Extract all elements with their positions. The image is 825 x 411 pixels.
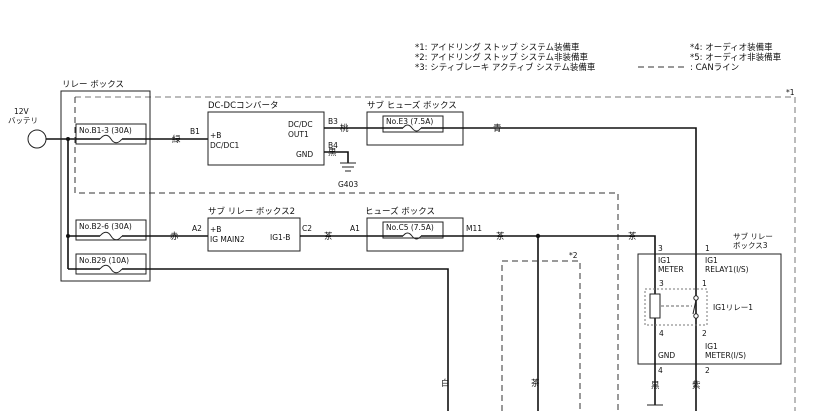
relay3-label-meter-is: METER(I/S) <box>705 351 746 360</box>
sub-relay-box3-title-1: サブ リレー <box>733 231 773 241</box>
can-line <box>74 97 619 411</box>
wire-color-blue: 青 <box>493 123 502 134</box>
wire-brown-2 <box>463 235 656 254</box>
sub-relay-box2-pin-out: C2 <box>302 224 312 233</box>
dcdc-converter-box <box>207 111 325 166</box>
fuse-b1-3-label: No.B1-3 (30A) <box>79 126 132 135</box>
fuse-symbol <box>99 231 123 241</box>
relay-contact <box>693 313 699 319</box>
sub-relay-box3 <box>637 253 782 365</box>
dcdc-in-label-1: +B <box>210 131 221 140</box>
fuse-e3-label: No.E3 (7.5A) <box>386 117 433 126</box>
relay3-label-ig1-c: IG1 <box>705 342 718 351</box>
relay-inner-1: 1 <box>702 279 707 288</box>
fuse-c5 <box>382 221 444 239</box>
relay-name: IG1リレー1 <box>713 303 753 312</box>
fuse-symbol <box>99 134 123 144</box>
wire-blue <box>463 127 697 254</box>
wire-color-brown-3: 茶 <box>628 231 637 242</box>
note-1: *1: アイドリング ストップ システム装備車 <box>415 42 580 53</box>
relay3-pin-1: 1 <box>705 244 710 253</box>
ground-symbol <box>340 162 356 172</box>
ground-label: G403 <box>338 180 358 189</box>
battery-symbol <box>27 129 47 149</box>
relay-switch <box>692 299 697 315</box>
note-4: *4: オーディオ装備車 <box>690 42 773 53</box>
wire-white <box>122 268 449 411</box>
dcdc-pin-in: B1 <box>190 127 200 136</box>
option-mark-1: *1 <box>786 88 795 97</box>
sub-relay-box2-out-label: IG1-B <box>270 233 290 242</box>
wire-color-black: 黒 <box>328 148 337 158</box>
sub-relay-box3-title-2: ボックス3 <box>733 241 768 250</box>
dcdc-out-label-1: DC/DC <box>288 120 313 129</box>
wire-color-pink: 桃 <box>340 123 349 134</box>
relay-box-title: リレー ボックス <box>62 80 124 90</box>
fuse-symbol <box>99 264 123 274</box>
relay-inner-2: 2 <box>702 329 707 338</box>
option-region-1 <box>75 96 796 411</box>
sub-fuse-box-title: サブ ヒューズ ボックス <box>367 100 457 111</box>
wire-color-brown-1: 茶 <box>324 231 333 242</box>
wire-color-white: 白 <box>441 378 450 389</box>
option-mark-2: *2 <box>569 251 578 260</box>
note-2: *2: アイドリング ストップ システム非装備車 <box>415 52 588 63</box>
sub-relay-box2-title: サブ リレー ボックス2 <box>208 206 295 217</box>
battery-label: バッテリ <box>8 116 38 125</box>
dcdc-gnd-label: GND <box>296 150 313 159</box>
fuse-e3 <box>382 115 444 133</box>
fuse-b2-6 <box>75 219 147 241</box>
fuse-b2-6-label: No.B2-6 (30A) <box>79 222 132 231</box>
note-5: *5: オーディオ非装備車 <box>690 52 782 63</box>
fuse-box-pin-in: A1 <box>350 224 360 233</box>
can-line-legend: : CANライン <box>690 63 739 73</box>
fuse-symbol <box>402 124 422 132</box>
note-3: *3: シティブレーキ アクティブ システム装備車 <box>415 62 596 73</box>
wire-color-green: 緑 <box>172 134 181 145</box>
dcdc-pin-out: B3 <box>328 117 338 126</box>
relay3-pin-3: 3 <box>658 244 663 253</box>
dcdc-out-label-2: OUT1 <box>288 130 309 139</box>
relay-contact <box>693 295 699 301</box>
fuse-box-title: ヒューズ ボックス <box>365 206 435 217</box>
notes-legend: *1: アイドリング ストップ システム装備車 *2: アイドリング ストップ … <box>415 42 782 73</box>
dcdc-title: DC-DCコンバータ <box>208 101 279 111</box>
relay-box <box>60 90 151 282</box>
dcdc-pin-gnd: B4 <box>328 141 338 150</box>
dcdc-in-label-2: DC/DC1 <box>210 141 240 150</box>
battery-voltage: 12V <box>14 107 30 116</box>
fuse-symbol <box>402 232 422 240</box>
relay3-label-ig1-b: IG1 <box>705 256 718 265</box>
sub-relay-box2 <box>207 217 301 252</box>
sub-relay-box2-pin-in: A2 <box>192 224 202 233</box>
option-region-2 <box>501 260 581 411</box>
relay-coil <box>649 293 661 319</box>
fuse-box-pin-out: M11 <box>466 224 482 233</box>
wire-color-black-2: 黒 <box>651 381 660 391</box>
wire-black-ground <box>324 151 349 163</box>
relay3-label-relay1: RELAY1(I/S) <box>705 265 749 274</box>
relay-inner-4: 4 <box>659 329 664 338</box>
fuse-c5-label: No.C5 (7.5A) <box>386 223 434 232</box>
ig1-relay-1 <box>644 288 708 326</box>
wire-color-brown-2: 茶 <box>496 231 505 242</box>
relay-inner-3: 3 <box>659 279 664 288</box>
fuse-b29-label: No.B29 (10A) <box>79 256 129 265</box>
relay3-label-meter: METER <box>658 265 684 274</box>
wire-color-red: 赤 <box>170 232 179 242</box>
wire-color-brown-4: 茶 <box>531 378 540 389</box>
wire-color-purple: 紫 <box>692 381 701 391</box>
relay3-label-ig1-a: IG1 <box>658 256 671 265</box>
relay3-pin-4: 4 <box>658 366 663 375</box>
sub-relay-box2-in-label-1: +B <box>210 225 221 234</box>
sub-relay-box2-in-label-2: IG MAIN2 <box>210 235 245 244</box>
relay3-label-gnd: GND <box>658 351 675 360</box>
relay3-pin-2: 2 <box>705 366 710 375</box>
